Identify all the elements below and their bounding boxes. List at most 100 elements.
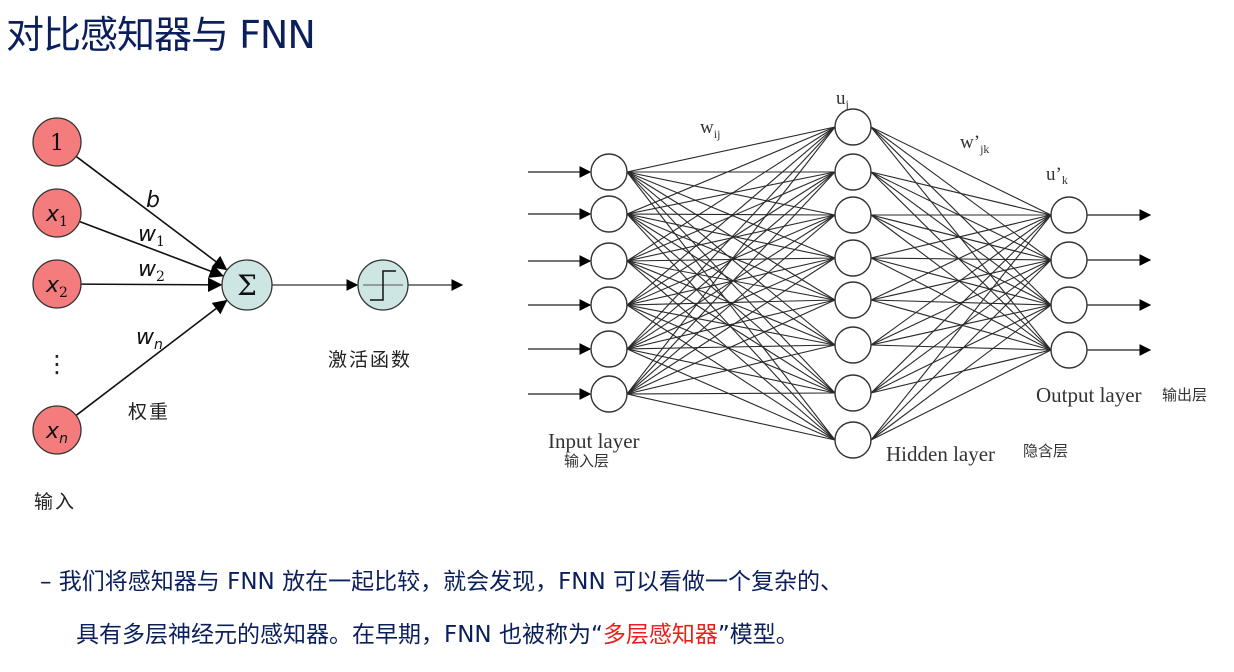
input-layer-node [590,195,628,233]
weight-label: 权重 [128,401,170,423]
hidden-output-edge [870,257,1052,306]
highlight-term: 多层感知器 [602,622,718,648]
description-line-2: 具有多层神经元的感知器。在早期，FNN 也被称为“多层感知器”模型。 [76,615,799,649]
description-line-2-start: 具有多层神经元的感知器。在早期，FNN 也被称为“ [76,622,603,648]
input-hidden-edge [626,213,836,216]
input-node-label: x1 [45,202,68,230]
input-hidden-edge [626,214,836,350]
hidden-output-edge [870,349,1052,394]
hidden-layer-node [834,108,872,146]
input-label: 输入 [34,491,76,513]
sum-symbol: Σ [237,269,257,302]
fnn-diagram: wij uj w’jk u’k Input layer 输入层 Hidden l… [528,88,1207,470]
input-hidden-edge [626,393,836,441]
input-hidden-edge [626,213,836,346]
input-node-label: x2 [45,273,68,301]
input-hidden-edge [626,213,836,301]
description-line-1: – 我们将感知器与 FNN 放在一起比较，就会发现，FNN 可以看做一个复杂的、 [40,569,844,595]
input-edge [75,155,228,271]
input-edge [75,299,228,417]
input-node [32,188,82,238]
perceptron-diagram: 1 x1 x2 ⋮ xn b w1 w2 wn Σ 激活函数 权重 输入 [32,117,464,513]
hidden-output-edge [870,126,1052,216]
hidden-output-edge [870,214,1052,259]
hidden-output-edge [870,259,1052,441]
hidden-layer-node [834,326,872,364]
perceptron-weights: b w1 w2 wn [136,188,165,353]
input-hidden-edge [626,392,836,395]
hidden-output-edge [870,171,1052,306]
hidden-layer-node [834,153,872,191]
weight-label-2: w2 [138,257,165,285]
input-hidden-edge [626,299,836,306]
input-node-label: xn [45,419,68,447]
perceptron-fnn-diagram: 1 x1 x2 ⋮ xn b w1 w2 wn Σ 激活函数 权重 输入 wij uj w’j… [32,88,1207,513]
hidden-output-edge [870,344,1052,351]
input-layer-label: Input layer [548,429,640,453]
hidden-output-edge [870,304,1052,441]
input-hidden-edge [626,171,836,395]
weight-label-b: b [146,188,160,213]
input-layer-node [590,153,628,191]
input-node [32,405,82,455]
input-hidden-edge [626,126,836,350]
hidden-output-edge [870,349,1052,441]
hidden-output-edge [870,257,1052,261]
input-layer-node [590,375,628,413]
input-node [32,259,82,309]
hidden-output-edge [870,171,1052,216]
input-layer-node [590,286,628,324]
hidden-output-edge [870,259,1052,394]
ellipsis-icon: ⋮ [45,350,69,378]
page-title: 对比感知器与 FNN [6,13,316,57]
input-node-label: 1 [50,131,64,156]
hidden-output-edge [870,171,1052,351]
hidden-layer-node [834,374,872,412]
input-hidden-edge [626,126,836,395]
hidden-output-edge [870,214,1052,351]
hidden-output-edge [870,171,1052,261]
fnn-io-arrows [528,166,1152,400]
perceptron-inputs: 1 x1 x2 ⋮ xn [32,117,82,455]
input-hidden-edge [626,214,836,395]
fnn-nodes [590,108,1088,459]
output-layer-label: Output layer [1036,383,1142,407]
hidden-output-edge [870,259,1052,346]
activation-label: 激活函数 [328,349,412,371]
hidden-layer-label-zh: 隐含层 [1023,442,1068,460]
hidden-output-edge [870,214,1052,441]
hidden-layer-node [834,281,872,319]
input-layer-node [590,242,628,280]
step-function-icon [363,270,403,301]
input-layer-label-zh: 输入层 [564,452,609,470]
weight-label-1: w1 [138,222,165,250]
input-hidden-edge [626,257,836,350]
input-hidden-edge [626,344,836,395]
hidden-output-edge [870,214,1052,394]
input-hidden-edge [626,126,836,173]
input-hidden-edge [626,171,836,441]
input-hidden-edge [626,213,836,259]
hidden-layer-node [834,239,872,277]
input-hidden-edge [626,299,836,395]
weight-label-n: wn [136,325,163,353]
hidden-layer-node [834,196,872,234]
hidden-layer-node [834,421,872,459]
input-hidden-edge [626,126,836,262]
output-layer-node [1050,286,1088,324]
fnn-edges [626,126,1052,441]
input-hidden-edge [626,260,836,301]
hidden-output-edge [870,304,1052,394]
output-layer-label-zh: 输出层 [1162,386,1207,404]
description-line-2-end: ”模型。 [717,622,799,648]
output-layer-node [1050,241,1088,279]
w-ij-label: wij [700,117,720,141]
output-layer-node [1050,331,1088,369]
u-k-label: u’k [1046,164,1068,187]
hidden-output-edge [870,214,1052,346]
input-hidden-edge [626,126,836,306]
input-hidden-edge [626,257,836,395]
hidden-output-edge [870,304,1052,346]
input-node [32,117,82,167]
input-hidden-edge [626,260,836,441]
